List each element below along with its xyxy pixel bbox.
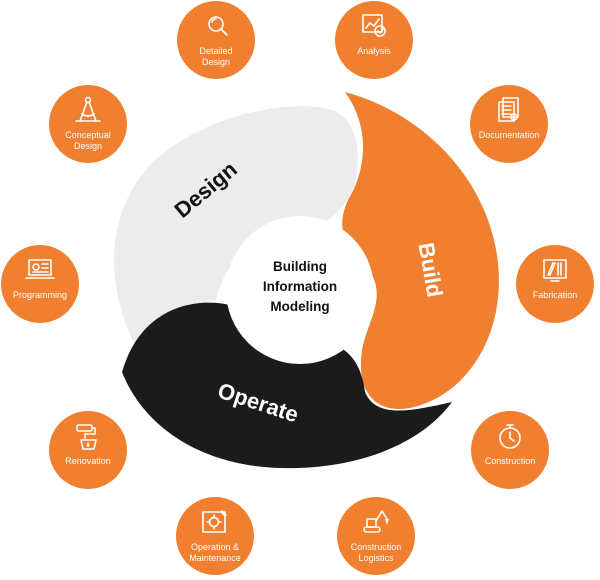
node-label: Analysis <box>357 46 391 56</box>
node-operation-maintenance: Operation &Maintenance <box>176 497 254 575</box>
build-segment <box>342 92 499 409</box>
node-renovation: Renovation <box>49 411 127 489</box>
center-line-1: Building <box>273 259 327 274</box>
node-label: Conceptual <box>65 130 111 140</box>
paint-roller-icon <box>76 424 97 450</box>
node-fabrication: Fabrication <box>516 245 594 323</box>
fabrication-tools-icon <box>543 259 567 282</box>
node-label: Fabrication <box>533 290 578 300</box>
center-circle <box>226 216 374 364</box>
node-circle <box>176 497 254 575</box>
analysis-chart-icon <box>362 14 386 37</box>
node-circle <box>516 245 594 323</box>
node-circle <box>335 1 413 79</box>
node-circle <box>337 497 415 575</box>
node-circle <box>470 85 548 163</box>
node-label: Construction <box>351 542 402 552</box>
process-nodes: DetailedDesignAnalysisDocumentationFabri… <box>1 1 594 575</box>
node-label: Renovation <box>65 456 111 466</box>
node-label: Operation & <box>191 542 239 552</box>
stopwatch-icon <box>499 424 521 449</box>
drafting-compass-icon <box>75 96 101 122</box>
excavator-icon <box>363 510 389 533</box>
design-segment <box>114 106 358 370</box>
node-label: Detailed <box>199 46 232 56</box>
documents-icon <box>498 97 519 122</box>
node-circle <box>471 411 549 489</box>
node-label: Programming <box>13 290 67 300</box>
cycle-wheel <box>114 92 499 469</box>
node-analysis: Analysis <box>335 1 413 79</box>
node-label: Logistics <box>358 553 394 563</box>
node-circle <box>49 85 127 163</box>
node-label: Design <box>74 141 102 151</box>
node-circle <box>1 245 79 323</box>
node-documentation: Documentation <box>470 85 548 163</box>
operate-segment <box>122 302 452 469</box>
node-label: Design <box>202 57 230 67</box>
node-label: Maintenance <box>189 553 241 563</box>
gear-plan-icon <box>202 510 227 533</box>
laptop-plan-icon <box>25 259 55 279</box>
center-line-3: Modeling <box>270 299 329 314</box>
node-programming: Programming <box>1 245 79 323</box>
magnifier-icon <box>208 16 228 36</box>
center-line-2: Information <box>263 279 337 294</box>
node-label: Documentation <box>479 130 540 140</box>
node-circle <box>177 1 255 79</box>
node-circle <box>49 411 127 489</box>
node-construction: Construction <box>471 411 549 489</box>
node-label: Construction <box>485 456 536 466</box>
